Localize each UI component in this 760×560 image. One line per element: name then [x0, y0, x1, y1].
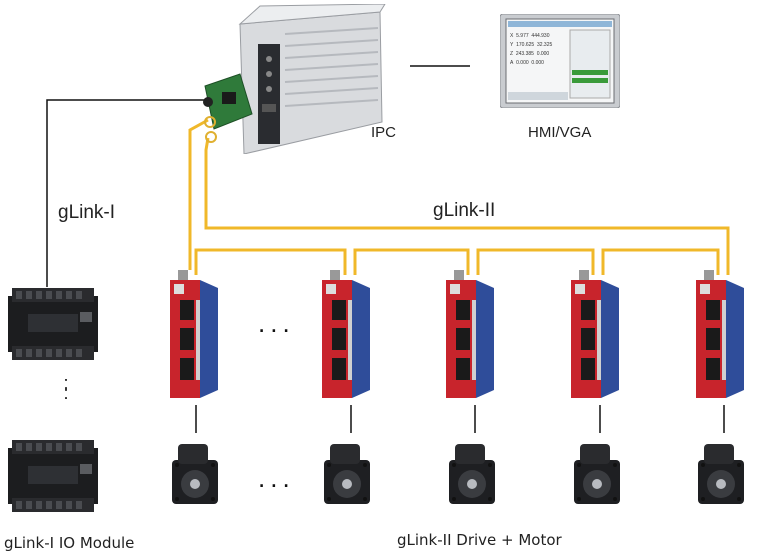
servo-motor-icon	[443, 440, 501, 515]
ipc-device-icon	[203, 4, 386, 154]
ipc-label: IPC	[371, 124, 397, 141]
glink2-label: gLink-II	[433, 200, 496, 221]
servo-drive-icon	[446, 270, 496, 405]
glink1-label: gLink-I	[58, 202, 116, 223]
hmi-row: A 0.000 0.000	[510, 60, 544, 66]
hmi-label: HMI/VGA	[528, 124, 592, 141]
io-module-icon	[8, 288, 98, 360]
motor-ellipsis: ...	[258, 463, 295, 493]
drive-motor-cables	[195, 405, 725, 433]
servo-motor-icon	[568, 440, 626, 515]
servo-motor-icon	[318, 440, 376, 515]
servo-drive-icon	[322, 270, 372, 405]
io-module-label: gLink-I IO Module	[4, 534, 135, 552]
hmi-row: Y 170.625 32.325	[510, 42, 553, 48]
hmi-row: X 5.977 444.930	[510, 33, 550, 39]
servo-drive-icon	[170, 270, 220, 405]
hmi-row: Z 243.385 0.000	[510, 51, 550, 57]
servo-motor-icon	[692, 440, 750, 515]
io-module-icon	[8, 440, 98, 512]
servo-drive-icon	[571, 270, 621, 405]
servo-motor-icon	[166, 440, 224, 515]
drive-ellipsis: ...	[258, 308, 295, 338]
servo-drive-icon	[696, 270, 746, 405]
drive-motor-label: gLink-II Drive + Motor	[397, 531, 562, 549]
io-module-ellipsis: ::	[63, 373, 69, 403]
glink1-cable	[46, 99, 205, 287]
hmi-monitor-icon	[500, 14, 620, 108]
glink2-bus	[188, 118, 730, 275]
hmi-screen-readout: X 5.977 444.930 Y 170.625 32.325 Z 243.3…	[510, 32, 552, 68]
